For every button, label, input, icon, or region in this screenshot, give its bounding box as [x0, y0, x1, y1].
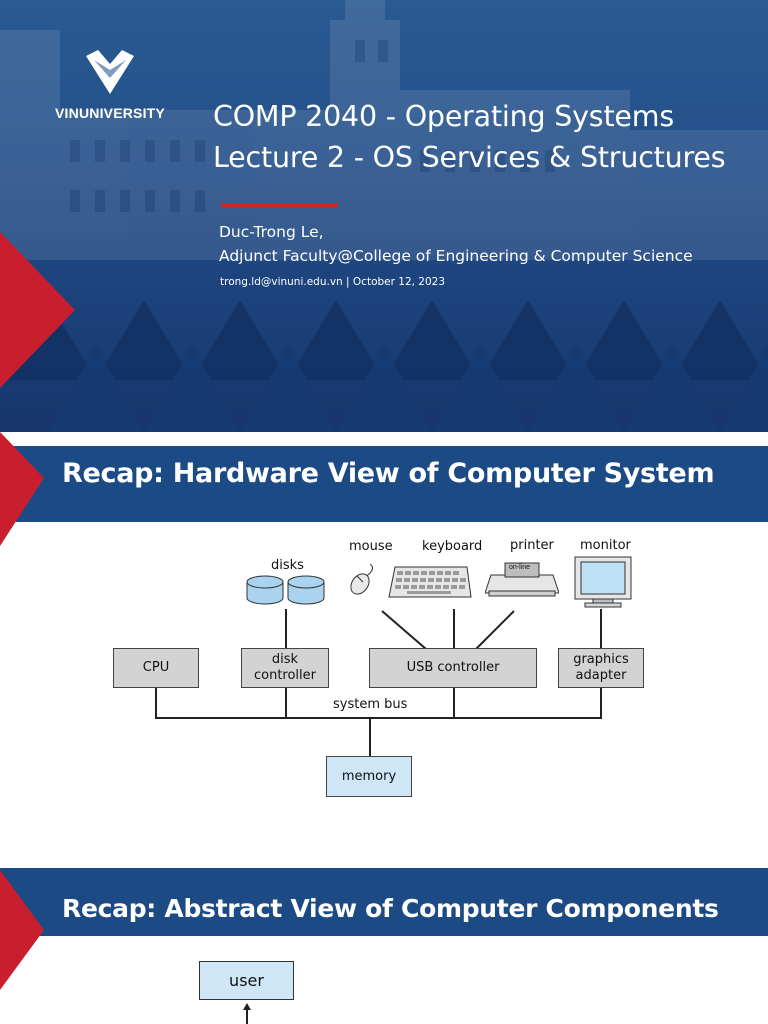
- on-line-label: on-line: [509, 564, 531, 571]
- mouse-printer-links: [381, 610, 515, 650]
- mouse-label: mouse: [349, 539, 393, 554]
- disk-bus-link: [285, 687, 287, 718]
- system-bus-label: system bus: [333, 697, 408, 712]
- lecture-title: COMP 2040 - Operating Systems Lecture 2 …: [213, 96, 726, 178]
- printer-shape-icon: [484, 562, 560, 597]
- author-name: Duc-Trong Le,: [219, 223, 324, 241]
- keyboard-link: [453, 609, 455, 648]
- disk-controller-label-1: disk: [271, 652, 299, 667]
- disk-controller-label-2: controller: [253, 668, 317, 683]
- up-arrow-icon: [243, 1003, 251, 1024]
- contact-date: trong.ld@vinuni.edu.vn | October 12, 202…: [220, 276, 446, 288]
- title-underline: [221, 203, 338, 207]
- red-triangle-accent: [0, 432, 44, 546]
- campus-building-background: [0, 0, 768, 432]
- memory-box: memory: [326, 756, 412, 797]
- graphics-adapter-box: graphics adapter: [558, 648, 644, 688]
- disks-label: disks: [271, 558, 304, 573]
- abstract-view-slide: Recap: Abstract View of Computer Compone…: [0, 852, 768, 1024]
- graphics-bus-link: [600, 687, 602, 718]
- printer-label: printer: [510, 538, 554, 553]
- user-box: user: [199, 961, 294, 1000]
- usb-controller-box: USB controller: [369, 648, 537, 688]
- memory-bus-link: [369, 717, 371, 757]
- title-line-2: Lecture 2 - OS Services & Structures: [213, 141, 726, 174]
- system-bus-line: [155, 717, 602, 719]
- monitor-label: monitor: [580, 538, 631, 553]
- slide-header: [0, 868, 768, 936]
- graphics-adapter-label-2: adapter: [575, 668, 627, 683]
- cpu-bus-link: [155, 687, 157, 718]
- usb-bus-link: [453, 687, 455, 718]
- title-slide: VINUNIVERSITY COMP 2040 - Operating Syst…: [0, 0, 768, 432]
- vinuniversity-logo: VINUNIVERSITY: [52, 50, 168, 126]
- disk-controller-box: disk controller: [241, 648, 329, 688]
- user-label: user: [229, 971, 264, 990]
- hardware-diagram: disks mouse keyboard printer monitor: [112, 535, 646, 800]
- disks-link: [285, 609, 287, 648]
- keyboard-icon: [388, 566, 472, 598]
- vinuni-v-icon: [86, 50, 134, 94]
- slide-title: Recap: Abstract View of Computer Compone…: [62, 894, 719, 923]
- title-line-1: COMP 2040 - Operating Systems: [213, 100, 674, 133]
- keyboard-label: keyboard: [422, 539, 483, 554]
- usb-controller-label: USB controller: [406, 660, 500, 675]
- memory-label: memory: [341, 768, 397, 784]
- disks-icon: [246, 575, 325, 605]
- slide-header: [0, 446, 768, 522]
- red-triangle-accent: [0, 870, 44, 990]
- monitor-icon: [574, 556, 632, 608]
- mouse-icon: [350, 563, 373, 595]
- cpu-label: CPU: [142, 660, 170, 675]
- monitor-link: [600, 609, 602, 648]
- printer-icon: on-line: [484, 561, 560, 597]
- logo-text: VINUNIVERSITY: [55, 105, 165, 121]
- author-block: Duc-Trong Le, Adjunct Faculty@College of…: [219, 220, 693, 268]
- author-affiliation: Adjunct Faculty@College of Engineering &…: [219, 247, 693, 265]
- cpu-box: CPU: [113, 648, 199, 688]
- slide-title: Recap: Hardware View of Computer System: [62, 458, 715, 489]
- graphics-adapter-label-1: graphics: [573, 652, 629, 667]
